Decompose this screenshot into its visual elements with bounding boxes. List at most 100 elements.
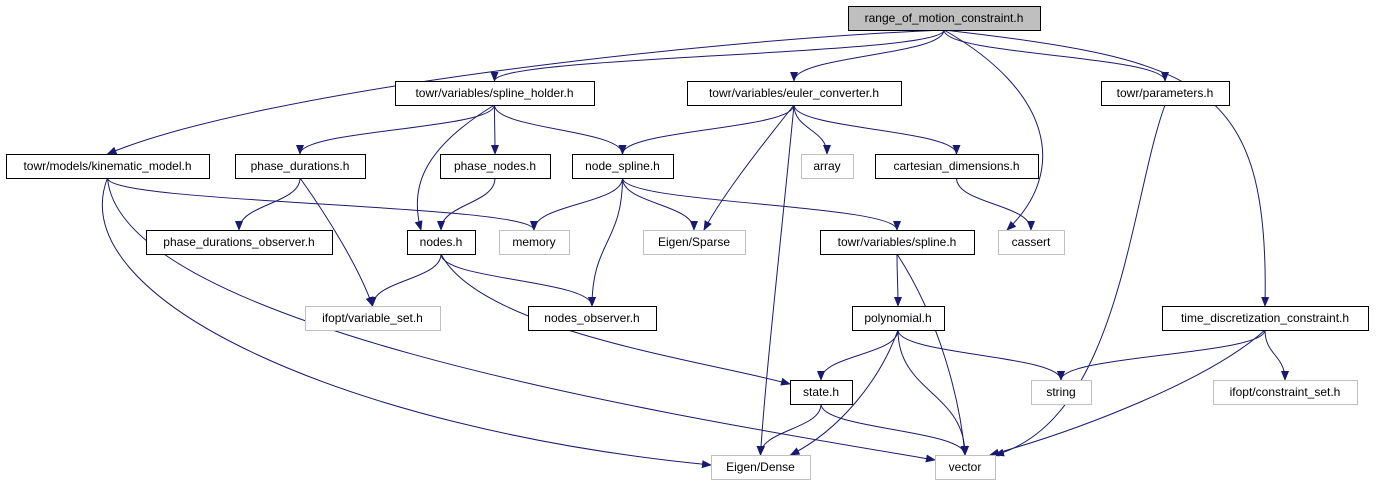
- node-label: memory: [512, 235, 555, 249]
- node-euler-converter[interactable]: towr/variables/euler_converter.h: [687, 81, 902, 106]
- node-label: cassert: [1012, 235, 1051, 249]
- node-box: [146, 230, 333, 255]
- node-box: [499, 230, 570, 255]
- node-label: polynomial.h: [864, 311, 931, 325]
- node-state[interactable]: state.h: [790, 380, 853, 405]
- node-label: towr/variables/euler_converter.h: [709, 86, 879, 100]
- node-box: [998, 230, 1065, 255]
- node-box: [875, 154, 1039, 179]
- node-eigen-sparse: Eigen/Sparse: [643, 230, 746, 255]
- node-nodes-observer[interactable]: nodes_observer.h: [528, 306, 657, 331]
- node-label: ifopt/constraint_set.h: [1230, 385, 1341, 399]
- node-vector: vector: [935, 455, 996, 480]
- node-kinematic-model[interactable]: towr/models/kinematic_model.h: [6, 154, 210, 179]
- node-label: nodes.h: [420, 235, 463, 249]
- edge-time-discretization-constraint-to-vector: [989, 329, 1266, 457]
- node-label: phase_durations.h: [251, 159, 350, 173]
- node-box: [528, 306, 657, 331]
- edge-root-to-euler-converter: [790, 29, 945, 82]
- node-root[interactable]: range_of_motion_constraint.h: [848, 6, 1041, 31]
- node-label: time_discretization_constraint.h: [1181, 311, 1349, 325]
- node-label: ifopt/variable_set.h: [322, 311, 423, 325]
- node-box: [1162, 306, 1369, 331]
- node-cassert: cassert: [998, 230, 1065, 255]
- node-phase-durations-observer[interactable]: phase_durations_observer.h: [146, 230, 333, 255]
- node-box: [1101, 81, 1230, 106]
- edge-nodes-to-nodes-observer: [440, 253, 596, 307]
- node-label: phase_nodes.h: [454, 159, 536, 173]
- edge-time-discretization-constraint-to-string: [1057, 329, 1266, 381]
- node-label: array: [813, 159, 840, 173]
- edge-kinematic-model-to-eigen-dense: [101, 177, 712, 469]
- edge-spline-holder-to-node-spline: [494, 104, 627, 155]
- edge-spline-holder-to-phase-nodes: [490, 104, 499, 155]
- edge-root-to-spline-holder: [490, 29, 945, 82]
- edge-node-spline-to-memory: [530, 177, 623, 231]
- node-box: [1213, 380, 1358, 405]
- edge-spline-to-polynomial: [893, 253, 902, 307]
- node-phase-nodes[interactable]: phase_nodes.h: [440, 154, 551, 179]
- node-box: [395, 81, 595, 106]
- node-label: vector: [949, 460, 982, 474]
- node-eigen-dense: Eigen/Dense: [711, 455, 811, 480]
- node-label: phase_durations_observer.h: [163, 235, 314, 249]
- edge-root-to-kinematic-model: [106, 29, 945, 155]
- node-label: towr/variables/spline_holder.h: [415, 86, 573, 100]
- node-label: state.h: [803, 385, 839, 399]
- edge-phase-durations-to-variable-set: [299, 177, 374, 307]
- node-node-spline[interactable]: node_spline.h: [572, 154, 674, 179]
- node-label: node_spline.h: [585, 159, 660, 173]
- node-label: Eigen/Dense: [726, 460, 795, 474]
- edge-state-to-vector: [820, 403, 969, 456]
- node-box: [6, 154, 210, 179]
- edge-nodes-to-state: [440, 253, 791, 386]
- edge-euler-converter-to-cartesian-dimensions: [793, 104, 961, 155]
- node-box: [1031, 380, 1092, 405]
- edge-node-spline-to-nodes-observer: [588, 177, 623, 307]
- node-box: [711, 455, 811, 480]
- edge-root-to-spline: [943, 29, 1044, 231]
- node-label: string: [1046, 385, 1075, 399]
- node-phase-durations[interactable]: phase_durations.h: [235, 154, 366, 179]
- node-box: [305, 306, 441, 331]
- node-box: [852, 306, 945, 331]
- edge-euler-converter-to-eigen-dense: [757, 104, 795, 456]
- edge-phase-nodes-to-nodes: [437, 177, 496, 231]
- node-box: [687, 81, 902, 106]
- edge-polynomial-to-string: [897, 329, 1065, 381]
- edge-spline-to-vector: [896, 253, 969, 456]
- node-string: string: [1031, 380, 1092, 405]
- edge-euler-converter-to-array: [793, 104, 831, 155]
- node-parameters[interactable]: towr/parameters.h: [1101, 81, 1230, 106]
- node-box: [801, 154, 854, 179]
- node-label: towr/parameters.h: [1117, 86, 1214, 100]
- edge-euler-converter-to-node-spline: [618, 104, 795, 155]
- nodes-layer: range_of_motion_constraint.h towr/variabl…: [6, 6, 1369, 480]
- node-box: [820, 230, 975, 255]
- node-spline[interactable]: towr/variables/spline.h: [820, 230, 975, 255]
- edge-spline-holder-to-phase-durations: [296, 104, 495, 155]
- node-label: range_of_motion_constraint.h: [865, 11, 1024, 25]
- edge-polynomial-to-state: [817, 329, 899, 381]
- node-box: [407, 230, 476, 255]
- node-cartesian-dimensions[interactable]: cartesian_dimensions.h: [875, 154, 1039, 179]
- node-spline-holder[interactable]: towr/variables/spline_holder.h: [395, 81, 595, 106]
- edge-state-to-eigen-dense: [756, 403, 822, 456]
- edge-parameters-to-vector: [994, 104, 1166, 457]
- node-constraint-set: ifopt/constraint_set.h: [1213, 380, 1358, 405]
- node-label: towr/models/kinematic_model.h: [23, 159, 191, 173]
- node-box: [572, 154, 674, 179]
- node-box: [790, 380, 853, 405]
- edge-polynomial-to-vector: [897, 329, 969, 456]
- node-memory: memory: [499, 230, 570, 255]
- edge-node-spline-to-eigen-sparse: [622, 177, 698, 231]
- node-box: [440, 154, 551, 179]
- node-label: cartesian_dimensions.h: [893, 159, 1019, 173]
- node-polynomial[interactable]: polynomial.h: [852, 306, 945, 331]
- node-box: [935, 455, 996, 480]
- node-nodes[interactable]: nodes.h: [407, 230, 476, 255]
- node-time-discretization-constraint[interactable]: time_discretization_constraint.h: [1162, 306, 1369, 331]
- node-label: towr/variables/spline.h: [838, 235, 957, 249]
- edge-kinematic-model-to-vector: [107, 177, 936, 463]
